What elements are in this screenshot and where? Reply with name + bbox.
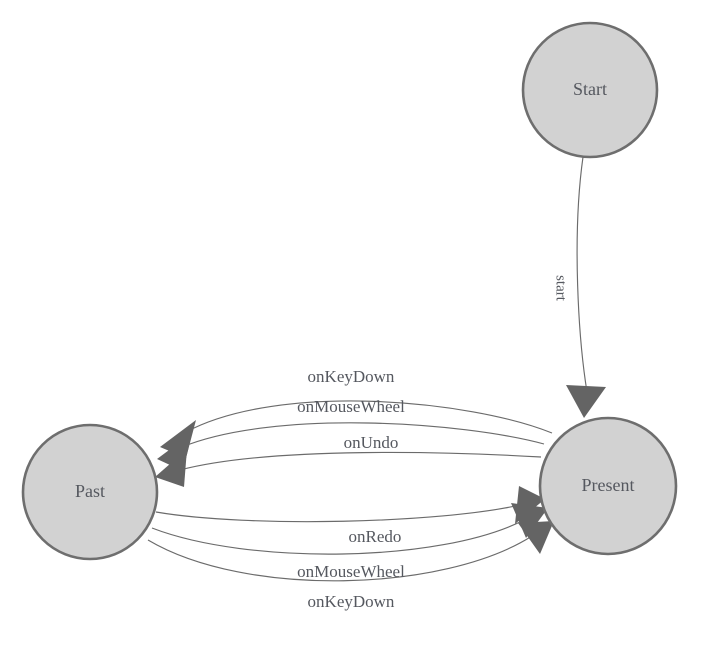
edge-label: onMouseWheel: [297, 397, 405, 416]
edge-label: onMouseWheel: [297, 562, 405, 581]
arrowhead-icon: [155, 449, 187, 487]
arrowhead-icon: [566, 385, 606, 418]
edges-layer: [147, 156, 606, 582]
arrowhead-icon: [511, 503, 548, 538]
edge-line[interactable]: [147, 535, 533, 582]
edge-line[interactable]: [151, 519, 525, 555]
edge-label: onKeyDown: [308, 592, 395, 611]
node-label: Present: [582, 475, 635, 495]
edge-line[interactable]: [179, 451, 542, 471]
edge-present-to-past[interactable]: [155, 449, 542, 487]
edge-start-to-present[interactable]: [566, 156, 606, 418]
edge-past-to-present[interactable]: [147, 521, 554, 582]
node-circle[interactable]: [21, 423, 159, 561]
edge-label: onUndo: [344, 433, 399, 452]
arrowhead-icon: [518, 521, 554, 554]
edge-line[interactable]: [185, 400, 553, 434]
node-start[interactable]: Start: [521, 21, 659, 159]
edge-label: onRedo: [349, 527, 402, 546]
edge-line[interactable]: [155, 504, 521, 523]
node-label: Start: [573, 79, 607, 99]
edge-line[interactable]: [576, 156, 589, 399]
node-circle[interactable]: [521, 21, 659, 159]
edge-labels-layer: start onKeyDown onMouseWheel onUndo onRedo on…: [297, 275, 568, 611]
edge-label: onKeyDown: [308, 367, 395, 386]
node-label: Past: [75, 481, 105, 501]
node-circle[interactable]: [538, 416, 678, 556]
node-past[interactable]: Past: [21, 423, 159, 561]
edge-line[interactable]: [181, 422, 545, 448]
edge-label: start: [553, 275, 569, 302]
edge-past-to-present[interactable]: [151, 503, 548, 555]
node-present[interactable]: Present: [538, 416, 678, 556]
